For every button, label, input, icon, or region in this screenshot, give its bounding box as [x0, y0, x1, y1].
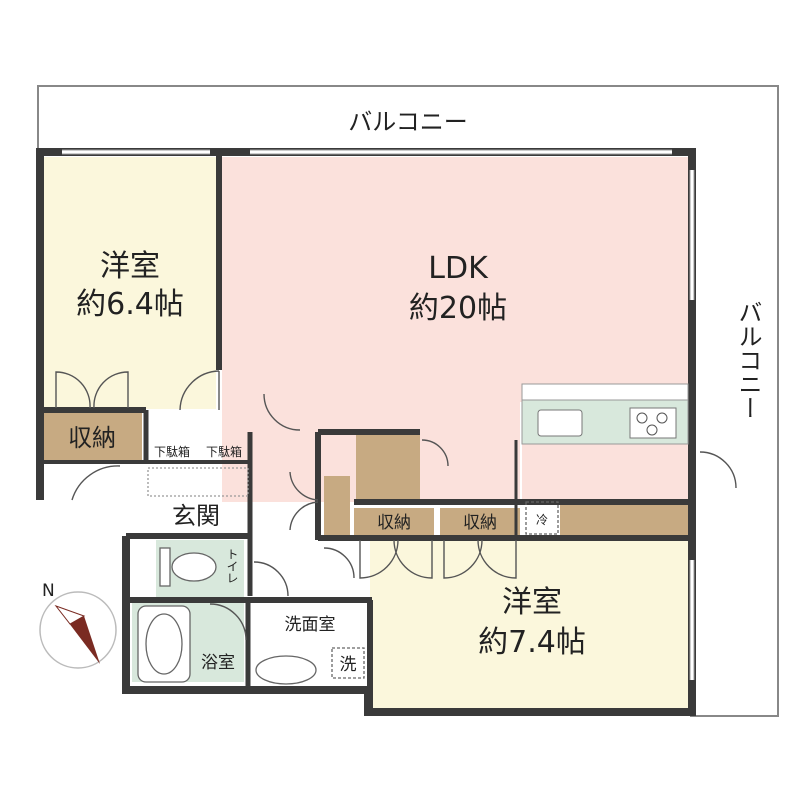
doors [55, 370, 737, 641]
ldk-floor [222, 157, 688, 402]
storage-2-floor [354, 508, 434, 536]
fridge-box [525, 501, 559, 535]
washer-label: 洗 [340, 655, 357, 675]
toilet-label: トイレ [225, 548, 239, 584]
western-room-2-area: 約7.4帖 [478, 625, 586, 660]
toilet-icon [159, 547, 171, 587]
balcony-top-label: バルコニー [348, 108, 468, 136]
entrance-label: 玄関 [172, 502, 220, 530]
shoe-box-1-label: 下駄箱 [154, 444, 190, 459]
window-frames [62, 149, 695, 680]
compass: N [39, 581, 117, 669]
storage-2-label: 収納 [377, 513, 411, 533]
washer-box [331, 647, 365, 679]
fridge-counter-floor [560, 500, 688, 536]
stove-icon [629, 407, 677, 439]
washroom-label: 洗面室 [285, 615, 336, 635]
western-room-1-floor [44, 157, 216, 409]
storage-3-label: 収納 [463, 513, 497, 533]
windows [62, 150, 694, 680]
kitchen-floor [522, 440, 688, 500]
washbasin-icon [255, 655, 317, 685]
fixtures [137, 467, 559, 685]
kitchen-counter [521, 383, 689, 445]
storage-3-floor [440, 508, 520, 536]
western-room-1-name: 洋室 [100, 249, 160, 284]
fridge-label: 冷 [536, 513, 548, 527]
western-room-1-area: 約6.4帖 [76, 287, 184, 322]
bathroom-label: 浴室 [201, 653, 235, 673]
storage-hall-floor [324, 476, 350, 536]
compass-north-label: N [42, 581, 55, 601]
storage-ldk-floor [356, 434, 420, 500]
shoe-box-2-label: 下駄箱 [206, 444, 242, 459]
western-room-2-name: 洋室 [502, 585, 562, 620]
walls [36, 148, 696, 716]
western-room-2-floor [370, 536, 688, 708]
storage-1-floor [44, 410, 142, 460]
sink-icon [537, 409, 583, 437]
balcony-right-label: バルコニー [734, 300, 762, 420]
storage-1-label: 収納 [68, 424, 116, 452]
ldk-name: LDK [428, 251, 489, 286]
ldk-area: 約20帖 [409, 291, 507, 326]
